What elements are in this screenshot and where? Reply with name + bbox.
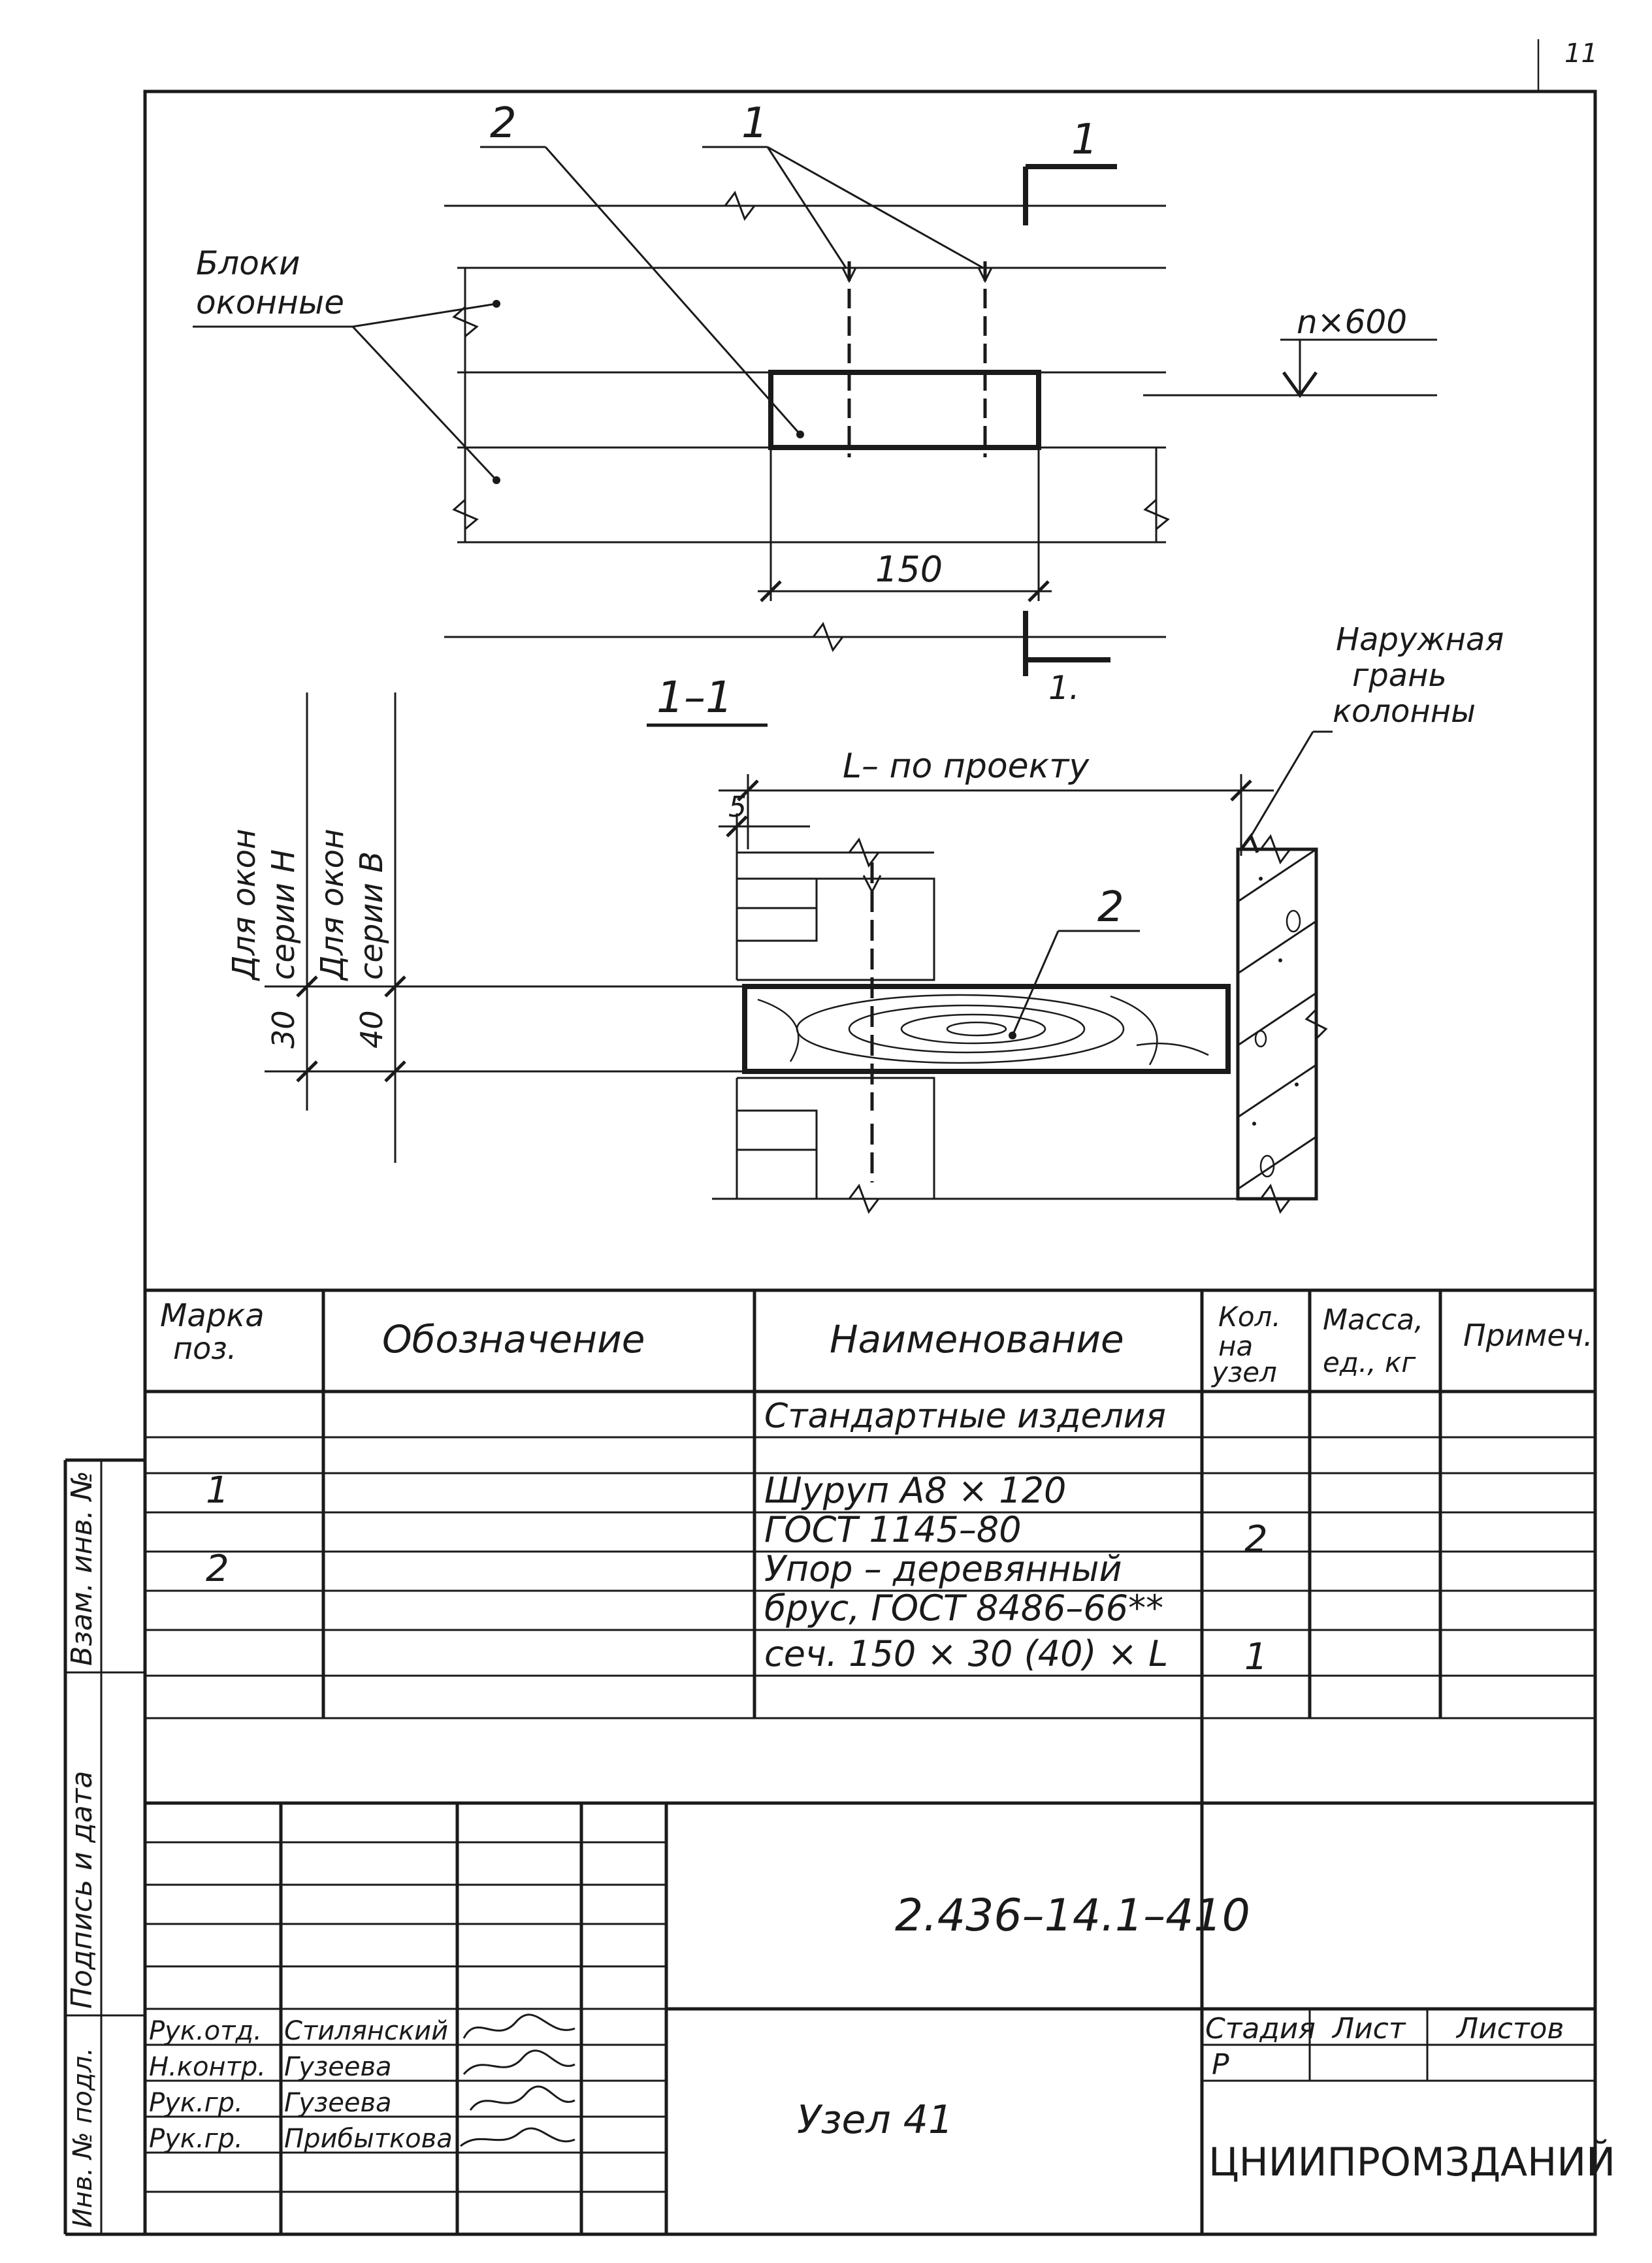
row-3-qty: 2 [1244, 1518, 1268, 1561]
series-h-label-1: Для окон [226, 829, 263, 981]
row-2-name: Шуруп А8 × 120 [764, 1470, 1066, 1511]
signature-2 [462, 2049, 575, 2075]
module-label: n×600 [1297, 303, 1407, 341]
outer-face-label-1: Наружная [1336, 621, 1504, 658]
person-4-name: Прибыткова [284, 2124, 453, 2154]
stage-value: Р [1212, 2048, 1229, 2081]
header-qty-3: узел [1210, 1356, 1277, 1388]
person-2-role: Н.контр. [149, 2052, 266, 2082]
person-3-name: Гузеева [284, 2088, 392, 2118]
stamp-vzam-inv: Взам. инв. № [65, 1471, 99, 1666]
header-qty-2: на [1218, 1330, 1253, 1362]
sheets-label: Листов [1455, 2012, 1564, 2045]
outer-face-label-2: грань [1352, 657, 1447, 694]
header-designation: Обозначение [382, 1317, 645, 1361]
part-1-callout: 1 [741, 99, 768, 148]
person-1-name: Стилянский [284, 2016, 448, 2046]
corner-mark: 11 [1564, 39, 1598, 69]
width-dimension: 150 [875, 549, 943, 590]
row-2-mark: 1 [206, 1469, 229, 1512]
section-view: 1–1 L– по проекту 5 Наружная грань колон… [226, 621, 1504, 1214]
stage-label: Стадия [1205, 2012, 1316, 2045]
signature-3 [469, 2085, 575, 2111]
stamp-sign-date: Подпись и дата [65, 1771, 99, 2009]
organization-name: ЦНИИПРОМЗДАНИЙ [1208, 2138, 1615, 2185]
dim-30: 30 [266, 1010, 301, 1049]
specification-table: Марка поз. Обозначение Наименование Кол.… [145, 1288, 1595, 2234]
part-2-callout: 2 [490, 99, 517, 148]
part-2-section-callout: 2 [1097, 883, 1124, 932]
header-note: Примеч. [1463, 1318, 1593, 1353]
row-4-mark: 2 [206, 1548, 229, 1590]
row-4-name: Упор – деревянный [764, 1548, 1122, 1589]
dim-40: 40 [354, 1010, 389, 1049]
person-3-role: Рук.гр. [149, 2088, 243, 2118]
series-h-label-2: серии Н [265, 849, 302, 980]
person-2-name: Гузеева [284, 2052, 392, 2082]
node-title: Узел 41 [797, 2097, 953, 2143]
row-5-name: брус, ГОСТ 8486–66** [764, 1587, 1163, 1629]
header-mass-1: Масса, [1323, 1303, 1423, 1337]
person-1-role: Рук.отд. [149, 2016, 262, 2046]
side-stamp: Взам. инв. № Подпись и дата Инв. № подл. [63, 1458, 145, 2236]
series-b-label-1: Для окон [314, 829, 351, 981]
section-title: 1–1 [656, 672, 733, 723]
series-b-label-2: серии В [353, 851, 390, 980]
doc-code: 2.436–14.1–410 [895, 1890, 1250, 1942]
window-blocks-label-2: оконные [196, 284, 344, 321]
row-3-name: ГОСТ 1145–80 [764, 1509, 1022, 1550]
length-dimension: L– по проекту [843, 747, 1090, 786]
header-mass-2: ед., кг [1323, 1346, 1416, 1378]
section-mark-top: 1 [1071, 116, 1098, 164]
signature-1 [462, 2013, 575, 2039]
header-mark-1: Марка [160, 1297, 265, 1334]
column-hatching [1237, 848, 1317, 1190]
row-6-name: сеч. 150 × 30 (40) × L [764, 1633, 1168, 1674]
gap-dimension: 5 [728, 790, 747, 824]
outer-face-label-3: колонны [1333, 693, 1476, 730]
title-block: 2.436–14.1–410 Узел 41 Стадия Лист Листо… [145, 1801, 1615, 2234]
section-mark-bottom: 1. [1048, 669, 1080, 707]
signature-4 [460, 2127, 575, 2147]
header-name: Наименование [830, 1317, 1124, 1361]
row-6-qty: 1 [1244, 1636, 1268, 1678]
row-1-name: Стандартные изделия [764, 1397, 1166, 1436]
sheet-label: Лист [1331, 2012, 1406, 2045]
wood-grain [757, 994, 1209, 1066]
window-blocks-label-1: Блоки [196, 244, 300, 282]
person-4-role: Рук.гр. [149, 2124, 243, 2154]
plan-view: 150 n×600 1 1. 2 1 Блоки оконные [193, 99, 1437, 707]
stamp-inv-orig: Инв. № подл. [68, 2047, 98, 2228]
header-mark-2: поз. [173, 1331, 236, 1366]
sheet-frame: 11 [143, 39, 1598, 2236]
header-qty-1: Кол. [1218, 1301, 1281, 1333]
